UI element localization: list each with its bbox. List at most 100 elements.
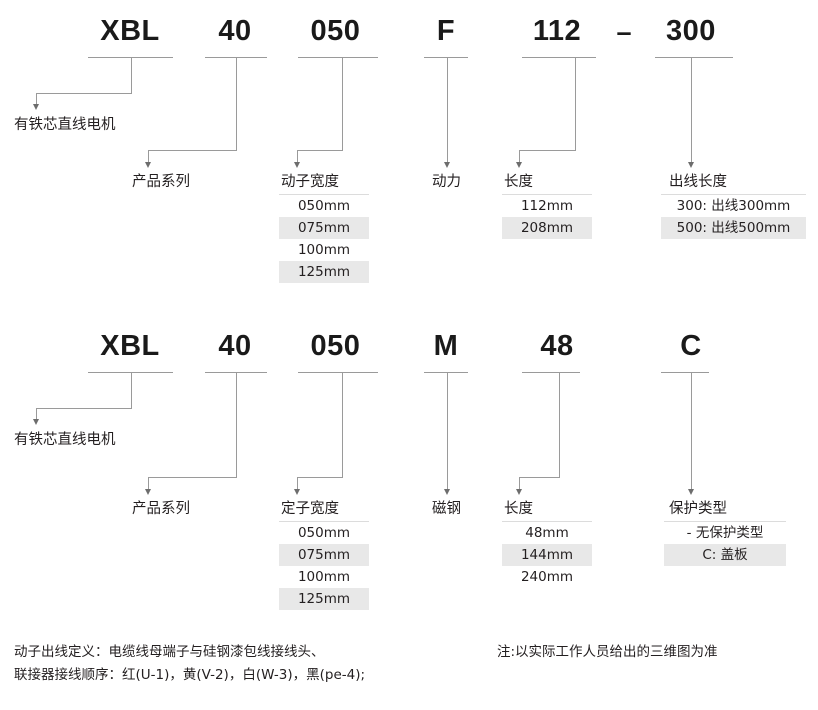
options-table-protection-type: - 无保护类型 C: 盖板 [664,521,786,632]
mover-code-diagram: XBL 40 050 F 112 – 300 有铁芯直线电机 产品系列 动子宽度… [0,0,818,310]
option-row[interactable]: 500: 出线500mm [661,217,806,239]
leader-2-drop [148,150,149,163]
leader-1-arrowhead [33,104,39,110]
option-row-spacer [502,261,592,283]
field-label-magnet: 磁钢 [432,501,461,517]
leader-2-3-horizontal [297,477,343,478]
field-label-power: 动力 [432,174,461,190]
code-token-magnet: M [433,330,459,362]
options-table-mover-width: 050mm 075mm 100mm 125mm [279,194,369,305]
option-row[interactable]: 100mm [297,569,351,585]
leader-3-drop [297,150,298,163]
leader-1-vertical [131,57,132,93]
leader-2-4-arrowhead [444,489,450,495]
token-rule-4 [424,57,468,58]
field-label-product-series: 产品系列 [132,174,190,190]
leader-2-1-arrowhead [33,419,39,425]
leader-6-vertical [691,57,692,163]
token-rule-2-1 [88,372,173,373]
option-row[interactable]: 208mm [502,217,592,239]
option-row[interactable]: 125mm [279,261,369,283]
option-row[interactable]: 48mm [525,525,569,541]
token-rule-2-6 [661,372,709,373]
field-label-stator-width: 定子宽度 [281,501,339,517]
option-row-spacer [502,283,592,305]
code-token-xbl: XBL [100,15,160,47]
leader-2-3-drop [297,477,298,490]
field-label-length: 长度 [504,174,533,190]
code-token-protection: C [680,330,702,362]
stator-code-diagram: XBL 40 050 M 48 C 有铁芯直线电机 产品系列 定子宽度 磁钢 长… [0,315,818,632]
option-row[interactable]: 075mm [279,544,369,566]
code-token-xbl-2: XBL [100,330,160,362]
leader-2-2-vertical [236,372,237,477]
leader-5-arrowhead [516,162,522,168]
option-row[interactable]: 112mm [520,198,574,214]
field-label-protection-type: 保护类型 [669,501,727,517]
leader-1-drop [36,93,37,105]
note-line-2: 联接器接线顺序：红(U-1)，黄(V-2)，白(W-3)，黑(pe-4); [14,667,366,683]
leader-2-5-arrowhead [516,489,522,495]
code-token-length-2: 48 [540,330,574,362]
options-table-length-2: 48mm 144mm 240mm [502,521,592,632]
option-row-spacer [502,588,592,610]
options-table-stator-width: 050mm 075mm 100mm 125mm [279,521,369,632]
leader-2-5-drop [519,477,520,490]
token-rule-2-4 [424,372,468,373]
token-rule-2-3 [298,372,378,373]
option-row[interactable]: 075mm [279,217,369,239]
leader-2-5-vertical [559,372,560,477]
leader-4-arrowhead [444,162,450,168]
option-row-spacer [664,566,786,588]
leader-2-vertical [236,57,237,150]
field-label-motor-type: 有铁芯直线电机 [14,117,116,133]
leader-2-1-vertical [131,372,132,408]
option-row-spacer [279,283,369,305]
note-mover-wiring: 动子出线定义：电缆线母端子与硅钢漆包线接线头、 联接器接线顺序：红(U-1)，黄… [14,641,365,687]
option-row[interactable]: 100mm [297,242,351,258]
leader-2-1-horizontal [36,408,132,409]
option-row[interactable]: 240mm [520,569,574,585]
field-label-motor-type-2: 有铁芯直线电机 [14,432,116,448]
options-table-length: 112mm 208mm [502,194,592,305]
token-rule-1 [88,57,173,58]
code-token-power: F [436,15,456,47]
leader-2-6-arrowhead [688,489,694,495]
option-row[interactable]: 050mm [297,198,351,214]
option-row[interactable]: 300: 出线300mm [676,198,791,214]
leader-2-3-arrowhead [294,489,300,495]
option-row-spacer [661,283,806,305]
option-row[interactable]: 125mm [279,588,369,610]
code-token-length: 112 [532,15,582,47]
option-row-spacer [661,261,806,283]
options-table-cable-length: 300: 出线300mm 500: 出线500mm [661,194,806,305]
leader-2-1-drop [36,408,37,420]
leader-1-horizontal [36,93,132,94]
code-token-series-2: 40 [218,330,252,362]
code-token-width: 050 [310,15,361,47]
leader-5-drop [519,150,520,163]
leader-2-horizontal [148,150,237,151]
code-token-cable-length: 300 [666,15,716,47]
leader-2-2-horizontal [148,477,237,478]
note-right-line-1: 注:以实际工作人员给出的三维图为准 [497,644,718,660]
leader-5-vertical [575,57,576,150]
option-row[interactable]: - 无保护类型 [686,525,764,541]
leader-4-vertical [447,57,448,163]
token-rule-6 [655,57,733,58]
field-label-product-series-2: 产品系列 [132,501,190,517]
leader-2-6-vertical [691,372,692,490]
leader-6-arrowhead [688,162,694,168]
field-label-cable-length: 出线长度 [669,174,727,190]
leader-2-3-vertical [342,372,343,477]
option-row[interactable]: 050mm [297,525,351,541]
token-rule-3 [298,57,378,58]
field-label-mover-width: 动子宽度 [281,174,339,190]
option-row[interactable]: C: 盖板 [664,544,786,566]
code-token-width-2: 050 [310,330,361,362]
leader-2-2-drop [148,477,149,490]
option-row[interactable]: 144mm [502,544,592,566]
leader-2-2-arrowhead [145,489,151,495]
token-rule-5 [522,57,596,58]
option-row-spacer [664,610,786,632]
